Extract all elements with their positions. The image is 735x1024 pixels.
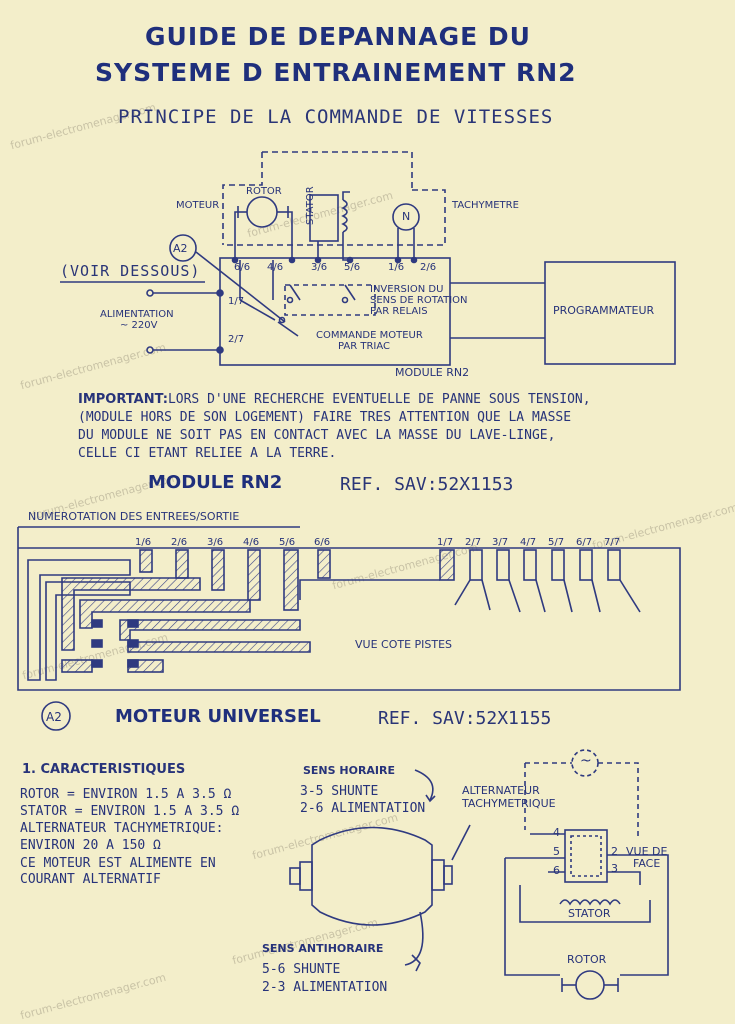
- pcb-pin: 3/7: [492, 537, 509, 548]
- commande-label: PAR TRIAC: [338, 341, 391, 352]
- module-ref: REF. SAV:52X1153: [340, 474, 514, 495]
- caract-line: ROTOR = ENVIRON 1.5 A 3.5 Ω: [20, 787, 232, 802]
- important-text: LORS D'UNE RECHERCHE EVENTUELLE DE PANNE…: [167, 392, 591, 407]
- page-title-line1: GUIDE DE DEPANNAGE DU: [145, 22, 531, 51]
- important-line2: (MODULE HORS DE SON LOGEMENT) FAIRE TRES…: [78, 410, 572, 425]
- pin-label: 3/6: [311, 262, 328, 273]
- pin-label: 4/6: [267, 262, 284, 273]
- label-stator: STATOR: [305, 186, 316, 225]
- label-alimentation: ALIMENTATION: [100, 309, 174, 320]
- pcb-pin: 3/6: [207, 537, 224, 548]
- pin-label-17: 1/7: [228, 296, 245, 307]
- page-subtitle: PRINCIPE DE LA COMMANDE DE VITESSES: [118, 106, 554, 128]
- sens-antihoraire-line: 2-3 ALIMENTATION: [262, 980, 388, 995]
- connector-pin: 5: [553, 845, 560, 858]
- rotor-label: ROTOR: [567, 953, 607, 966]
- alternateur-label: TACHYMETRIQUE: [462, 797, 556, 810]
- label-alim-voltage: ~ 220V: [120, 320, 158, 331]
- a2-badge-2: A2: [46, 710, 62, 724]
- pcb-pin: 1/6: [135, 537, 152, 548]
- page-title-line2: SYSTEME D ENTRAINEMENT RN2: [95, 58, 577, 87]
- label-rotor: ROTOR: [246, 186, 282, 197]
- caract-heading: 1. CARACTERISTIQUES: [22, 762, 186, 777]
- voir-dessous: (VOIR DESSOUS): [60, 262, 201, 280]
- pin-label: 5/6: [344, 262, 361, 273]
- pcb-pin: 6/6: [314, 537, 331, 548]
- module-label: MODULE RN2: [395, 366, 470, 379]
- pin-label: 2/6: [420, 262, 437, 273]
- tach-symbol: N: [402, 210, 411, 223]
- caract-line: ENVIRON 20 A 150 Ω: [20, 838, 161, 853]
- pin-label-27: 2/7: [228, 334, 245, 345]
- sens-horaire-line: 3-5 SHUNTE: [300, 784, 379, 799]
- vue-cote-pistes: VUE COTE PISTES: [355, 638, 453, 651]
- numerotation-label: NUMEROTATION DES ENTREES/SORTIE: [28, 510, 240, 523]
- moteur-ref: REF. SAV:52X1155: [378, 708, 552, 729]
- moteur-heading: MOTEUR UNIVERSEL: [115, 706, 321, 727]
- pcb-pin: 1/7: [437, 537, 454, 548]
- pcb-pin: 5/7: [548, 537, 565, 548]
- pcb-pin: 2/6: [171, 537, 188, 548]
- a2-badge: A2: [173, 242, 188, 255]
- pcb-pin: 5/6: [279, 537, 296, 548]
- important-line1: IMPORTANT:LORS D'UNE RECHERCHE EVENTUELL…: [78, 392, 591, 407]
- alt-symbol: ~: [580, 753, 592, 769]
- sens-antihoraire-line: 5-6 SHUNTE: [262, 962, 341, 977]
- sens-antihoraire-heading: SENS ANTIHORAIRE: [262, 942, 384, 955]
- sens-horaire-heading: SENS HORAIRE: [303, 764, 396, 777]
- connector-pin: 6: [553, 864, 560, 877]
- caract-line: ALTERNATEUR TACHYMETRIQUE:: [20, 821, 224, 836]
- sens-horaire-line: 2-6 ALIMENTATION: [300, 801, 426, 816]
- module-heading: MODULE RN2: [148, 472, 283, 493]
- pcb-pin: 4/6: [243, 537, 260, 548]
- label-tachymetre: TACHYMETRE: [452, 200, 519, 211]
- vue-de-face: VUE DE: [626, 845, 668, 858]
- caract-line: STATOR = ENVIRON 1.5 A 3.5 Ω: [20, 804, 240, 819]
- inversion-label: INVERSION DU: [370, 284, 444, 295]
- alternateur-label: ALTERNATEUR: [462, 784, 540, 797]
- caract-line: CE MOTEUR EST ALIMENTE EN: [20, 856, 216, 871]
- stator-label: STATOR: [568, 907, 611, 920]
- programmateur-label: PROGRAMMATEUR: [553, 304, 655, 317]
- connector-pin: 3: [611, 862, 618, 875]
- pcb-pin: 4/7: [520, 537, 537, 548]
- pcb-pin: 7/7: [604, 537, 621, 548]
- pcb-pin: 6/7: [576, 537, 593, 548]
- pcb-pin: 2/7: [465, 537, 482, 548]
- pin-label: 1/6: [388, 262, 405, 273]
- caract-line: COURANT ALTERNATIF: [20, 872, 161, 887]
- connector-pin: 2: [611, 845, 618, 858]
- important-line3: DU MODULE NE SOIT PAS EN CONTACT AVEC LA…: [78, 428, 556, 443]
- important-label: IMPORTANT:: [78, 392, 168, 407]
- inversion-label: PAR RELAIS: [370, 306, 428, 317]
- connector-pin: 4: [553, 826, 560, 839]
- important-line4: CELLE CI ETANT RELIEE A LA TERRE.: [78, 446, 337, 461]
- vue-de-face: FACE: [633, 857, 661, 870]
- commande-label: COMMANDE MOTEUR: [316, 330, 423, 341]
- label-moteur: MOTEUR: [176, 200, 220, 211]
- pin-label: 6/6: [234, 262, 251, 273]
- inversion-label: SENS DE ROTATION: [370, 295, 468, 306]
